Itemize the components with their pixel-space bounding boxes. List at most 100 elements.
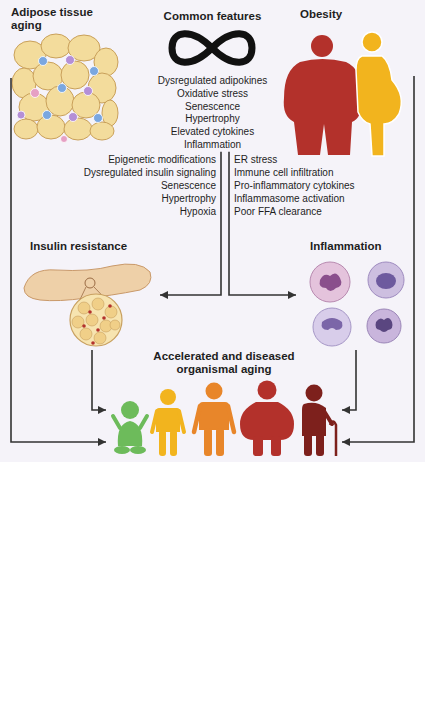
teen-figure — [194, 383, 234, 457]
heading-text: Obesity — [300, 8, 414, 21]
person-head — [121, 401, 139, 419]
person-body — [302, 403, 326, 436]
immune-cell — [84, 87, 93, 96]
person-head — [311, 35, 333, 57]
list-item: Hypertrophy — [140, 113, 285, 126]
adult-figure — [240, 381, 294, 457]
elderly-figure — [302, 385, 336, 457]
immune-cell — [310, 262, 350, 302]
immune-cell — [94, 114, 103, 123]
feature-list: Common featuresDysregulated adipokinesOx… — [140, 10, 285, 152]
pathway-feature: Pro-inflammatory cytokines — [234, 180, 355, 192]
islet-cell — [105, 306, 117, 318]
person-leg — [253, 436, 263, 456]
obesity-illustration — [284, 32, 402, 156]
person-body — [240, 402, 294, 440]
granule-dot — [88, 310, 92, 314]
person-leg — [304, 432, 312, 456]
outcome-label: Insulin resistance — [22, 240, 160, 350]
person-head — [306, 385, 323, 402]
islet-cell — [94, 332, 106, 344]
person-body — [156, 408, 180, 432]
group-heading: Obesity — [286, 8, 414, 158]
immune-cell — [90, 67, 99, 76]
person-leg — [316, 432, 324, 456]
person-head — [258, 381, 277, 400]
granule-dot — [91, 341, 95, 345]
cell-nucleus — [322, 318, 343, 330]
granule-dot — [96, 328, 100, 332]
person-leg — [271, 436, 281, 456]
heading-text: Inflammation — [310, 240, 414, 253]
immune-cell — [61, 136, 68, 143]
person-leg — [159, 430, 166, 456]
immune-cell — [367, 309, 401, 343]
granule-dot — [82, 324, 86, 328]
connector-arrow — [11, 78, 106, 442]
connector-arrow — [342, 76, 414, 442]
connector-arrow — [160, 152, 221, 295]
person-arm — [152, 411, 157, 432]
immune-cell — [43, 111, 52, 120]
islet-cell — [78, 302, 90, 314]
immune-cell — [69, 113, 78, 122]
person-head — [160, 389, 176, 405]
islet-cell — [80, 328, 92, 340]
walking-cane — [330, 422, 336, 457]
pathway-feature: Hypoxia — [180, 206, 216, 218]
life-stage-figures — [113, 381, 336, 457]
islet-cell — [110, 320, 120, 330]
immune-cell — [58, 84, 67, 93]
connector-arrow — [229, 152, 296, 295]
pathway-feature: ER stress — [234, 154, 277, 166]
group-heading: Adipose tissue aging — [11, 6, 121, 142]
person-leg — [204, 428, 212, 456]
zoom-marker — [85, 278, 95, 288]
cell-nucleus — [376, 273, 396, 289]
heading-text: Common features — [140, 10, 285, 23]
immune-cell — [39, 57, 48, 66]
person-arm — [228, 406, 234, 432]
list-item: Senescence — [140, 101, 285, 114]
list-item: Dysregulated adipokines — [140, 75, 285, 88]
person-leg — [130, 446, 146, 454]
person-head — [362, 32, 382, 52]
baby-figure — [113, 401, 147, 454]
list-item: Elevated cytokines — [140, 126, 285, 139]
person-body — [356, 56, 401, 156]
adipocyte — [37, 115, 65, 139]
heading-text: Accelerated and diseased organismal agin… — [134, 350, 314, 376]
connector-arrow — [92, 350, 106, 410]
immune-cell — [66, 56, 75, 65]
outcome-label: Accelerated and diseased organismal agin… — [106, 346, 342, 458]
cell-nucleus — [376, 318, 393, 332]
pathway-feature: Epigenetic modifications — [108, 154, 216, 166]
islet-cell — [72, 316, 84, 328]
child-figure — [152, 389, 184, 456]
pathway-feature: Senescence — [161, 180, 216, 192]
person-leg — [114, 446, 130, 454]
heading-text: Insulin resistance — [30, 240, 160, 253]
granule-dot — [102, 316, 106, 320]
person-arm — [113, 416, 120, 428]
infinity-symbol — [172, 34, 252, 63]
adipose-illustration — [12, 34, 118, 140]
stromal-cells — [17, 56, 103, 143]
adipocyte — [64, 118, 92, 140]
pancreas-illustration — [24, 264, 151, 346]
person-head — [206, 383, 223, 400]
islet-magnified — [70, 294, 122, 346]
adipocyte — [41, 34, 71, 58]
immune-cell — [313, 308, 351, 346]
person-body — [118, 421, 143, 446]
person-leg — [216, 428, 224, 456]
list-item: Inflammation — [140, 139, 285, 152]
person-arm — [140, 416, 147, 428]
pathway-feature: Dysregulated insulin signaling — [84, 167, 216, 179]
immune-cell — [17, 111, 25, 119]
adipocyte — [90, 122, 114, 140]
panel-background — [0, 0, 425, 462]
person-leg — [170, 430, 177, 456]
immune-cell — [31, 89, 40, 98]
immune-cell — [368, 262, 404, 298]
